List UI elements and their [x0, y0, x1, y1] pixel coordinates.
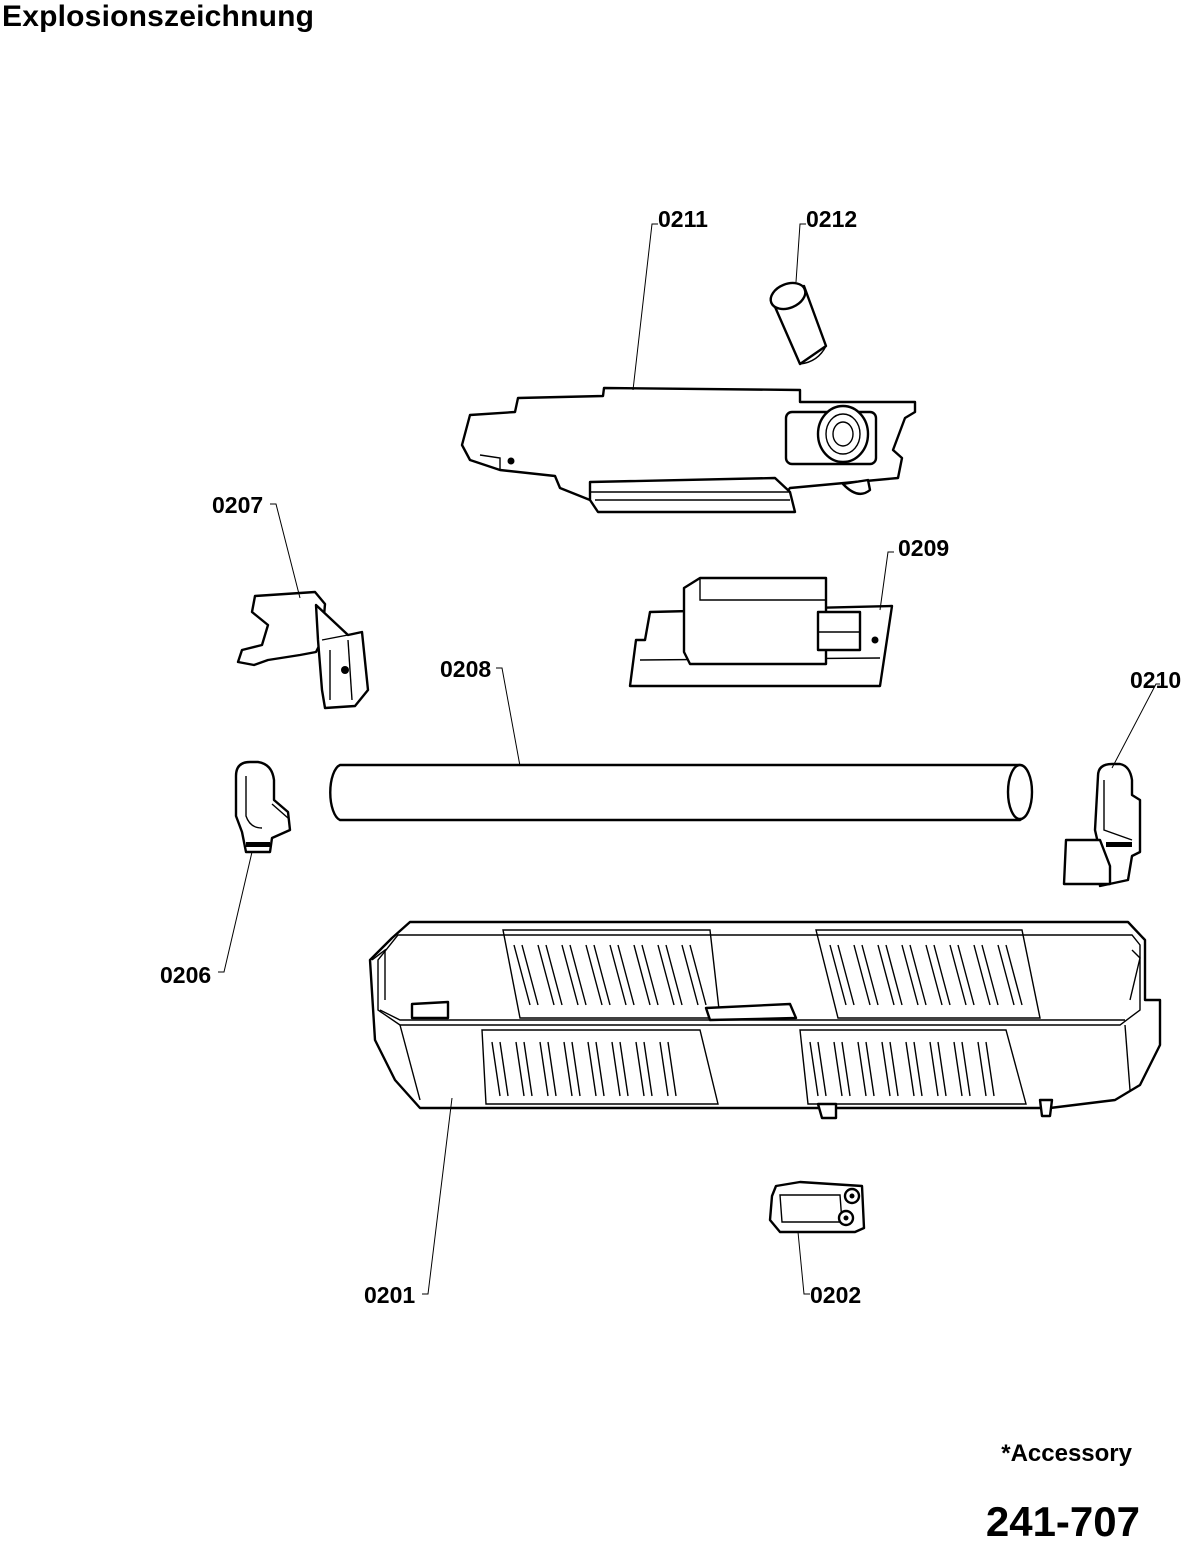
- leader-0201: [422, 1097, 453, 1295]
- accessory-note: *Accessory: [1001, 1440, 1132, 1467]
- leader-0211: [632, 223, 658, 391]
- document-number: 241-707: [985, 1498, 1140, 1545]
- callout-0206: 0206: [160, 962, 211, 988]
- leader-0207: [270, 503, 301, 599]
- leader-lines: [218, 223, 1160, 1295]
- leader-0202: [797, 1231, 810, 1295]
- callout-0211: 0211: [658, 206, 708, 232]
- callout-0208: 0208: [440, 656, 491, 682]
- leader-0206: [218, 851, 253, 973]
- callout-0201: 0201: [364, 1282, 415, 1308]
- callout-0212: 0212: [806, 206, 857, 232]
- part-0206-end-cap-left: [234, 760, 292, 854]
- leader-0208: [496, 667, 521, 767]
- part-0201-housing: [368, 920, 1162, 1120]
- part-0207-clip-bracket: [236, 590, 370, 710]
- leader-0209: [879, 551, 894, 611]
- part-0208-tube: [329, 763, 1034, 822]
- part-0212-cylinder: [769, 281, 828, 366]
- callout-0202: 0202: [810, 1282, 861, 1308]
- callout-0209: 0209: [898, 535, 949, 561]
- part-0209-ballast: [628, 576, 894, 688]
- callout-0210: 0210: [1130, 667, 1181, 693]
- leader-0212: [795, 223, 806, 283]
- part-0211-holder: [460, 386, 917, 514]
- callout-0207: 0207: [212, 492, 263, 518]
- leader-0210: [1111, 683, 1160, 769]
- part-0210-end-cap-right: [1062, 762, 1142, 888]
- part-0202-terminal-block: [768, 1180, 866, 1234]
- page-title: Explosionszeichnung: [2, 0, 315, 33]
